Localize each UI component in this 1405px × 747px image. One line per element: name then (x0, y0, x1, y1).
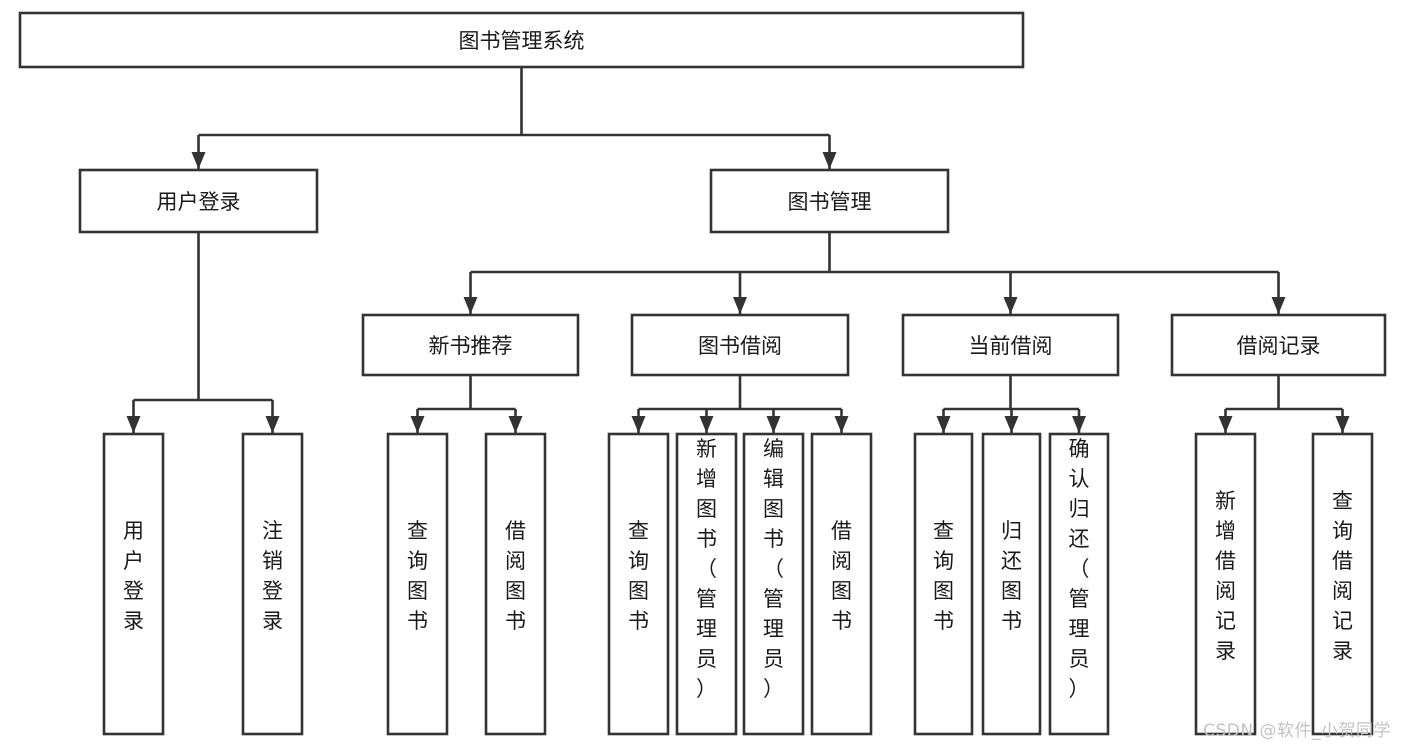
node-label: 图书管理 (788, 190, 872, 214)
node-label: 查询图书 (628, 519, 649, 633)
node-add-book-admin[interactable]: 新增图书（管理员） (675, 432, 738, 736)
node-box (913, 432, 974, 736)
arrow-head-icon (822, 152, 837, 169)
node-user-login[interactable]: 用户登录 (78, 168, 319, 234)
node-box (1311, 432, 1374, 736)
arrow-head-icon (410, 416, 425, 433)
node-query-book-3[interactable]: 查询图书 (913, 432, 974, 736)
node-label: 查询图书 (407, 519, 428, 633)
node-box (102, 432, 165, 736)
node-user-login-action[interactable]: 用户登录 (102, 432, 165, 736)
node-label: 查询图书 (933, 519, 954, 633)
node-box (1170, 313, 1387, 377)
node-root[interactable]: 图书管理系统 (18, 11, 1025, 69)
node-box (386, 432, 449, 736)
node-label: 用户登录 (157, 190, 241, 214)
node-box (78, 168, 319, 234)
arrow-head-icon (1072, 416, 1086, 433)
arrow-head-icon (766, 416, 781, 433)
node-label: 归还图书 (1001, 519, 1022, 633)
node-label: 借阅记录 (1237, 334, 1321, 358)
node-label: 图书管理系统 (459, 29, 585, 53)
node-box (901, 313, 1120, 377)
node-box (742, 432, 805, 736)
arrow-head-icon (1004, 416, 1019, 433)
node-label: 新增借阅记录 (1215, 489, 1236, 663)
arrow-head-icon (834, 416, 849, 433)
arrow-head-icon (1335, 416, 1350, 433)
connector-layer (126, 67, 1350, 433)
arrow-head-icon (463, 297, 478, 314)
arrow-head-icon (265, 416, 280, 433)
node-box (361, 313, 580, 377)
node-query-book-1[interactable]: 查询图书 (386, 432, 449, 736)
node-user-logout-action[interactable]: 注销登录 (241, 432, 304, 736)
node-query-borrow-record[interactable]: 查询借阅记录 (1311, 432, 1374, 736)
node-label: 借阅图书 (505, 519, 526, 633)
node-label: 图书借阅 (698, 334, 782, 358)
node-book-management[interactable]: 图书管理 (709, 168, 950, 234)
node-label: 注销登录 (262, 519, 283, 633)
node-box (810, 432, 873, 736)
node-label: 查询借阅记录 (1332, 489, 1353, 663)
node-box (981, 432, 1042, 736)
node-label: 当前借阅 (969, 334, 1053, 358)
arrow-head-icon (191, 152, 206, 169)
node-label: 新书推荐 (429, 334, 513, 358)
node-borrow-book-1[interactable]: 借阅图书 (484, 432, 547, 736)
node-box (1048, 432, 1110, 736)
node-box (675, 432, 738, 736)
node-box (1194, 432, 1257, 736)
arrow-head-icon (631, 416, 646, 433)
arrow-head-icon (126, 416, 141, 433)
arrow-head-icon (1271, 297, 1286, 314)
node-box (709, 168, 950, 234)
arrow-head-icon (699, 416, 714, 433)
node-layer: 图书管理系统用户登录图书管理用户登录注销登录新书推荐图书借阅当前借阅借阅记录查询… (18, 11, 1387, 736)
arrow-head-icon (733, 297, 747, 314)
node-label: 用户登录 (123, 519, 144, 633)
arrow-head-icon (1218, 416, 1233, 433)
node-label: 借阅图书 (831, 519, 852, 633)
node-query-book-2[interactable]: 查询图书 (607, 432, 670, 736)
node-new-book-recommend[interactable]: 新书推荐 (361, 313, 580, 377)
node-borrow-book-2[interactable]: 借阅图书 (810, 432, 873, 736)
node-book-borrowing[interactable]: 图书借阅 (630, 313, 850, 377)
node-add-borrow-record[interactable]: 新增借阅记录 (1194, 432, 1257, 736)
node-box (241, 432, 304, 736)
node-box (484, 432, 547, 736)
node-edit-book-admin[interactable]: 编辑图书（管理员） (742, 432, 805, 736)
node-label: 新增图书（管理员） (696, 437, 717, 701)
node-label: 编辑图书（管理员） (763, 437, 784, 701)
arrow-head-icon (1003, 297, 1018, 314)
node-box (630, 313, 850, 377)
node-box (607, 432, 670, 736)
node-confirm-return-admin[interactable]: 确认归还（管理员） (1048, 432, 1110, 736)
node-current-borrowing[interactable]: 当前借阅 (901, 313, 1120, 377)
node-label: 确认归还（管理员） (1069, 437, 1090, 701)
node-box (18, 11, 1025, 69)
arrow-head-icon (936, 416, 951, 433)
node-borrow-records[interactable]: 借阅记录 (1170, 313, 1387, 377)
arrow-head-icon (508, 416, 523, 433)
node-return-book[interactable]: 归还图书 (981, 432, 1042, 736)
